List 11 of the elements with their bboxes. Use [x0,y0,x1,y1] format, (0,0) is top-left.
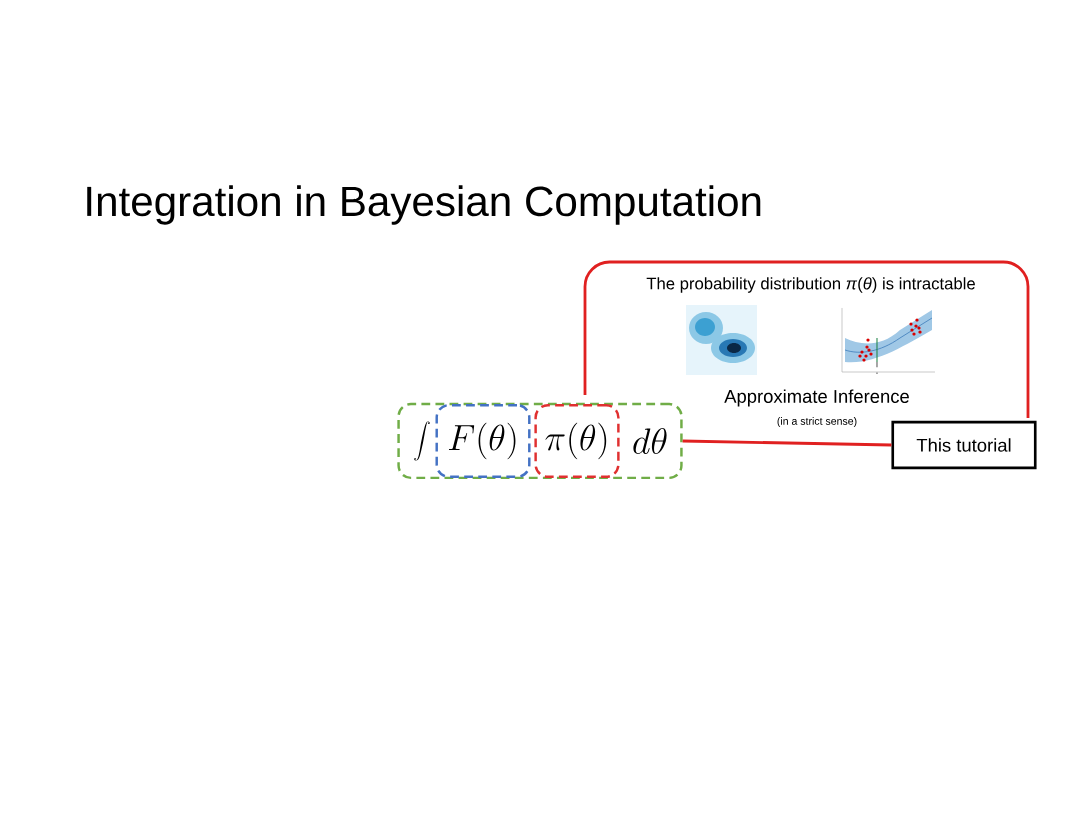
dashed-box: $F(\theta)$ [435,403,531,479]
label-box: This tutorial [891,420,1037,470]
dashed-box: $\pi(\theta)$ [534,403,620,479]
panel-note: (in a strict sense) [777,417,857,427]
slide-title: Integration in Bayesian Computation [87,185,761,225]
panel-outline [583,260,1030,418]
panel-subtitle: Approximate Inference [724,389,909,407]
density-plot-drawing [686,305,757,375]
regression-plot-drawing [841,307,936,375]
connector-line [682,439,892,447]
panel-heading: The probability distribution π(θ) is intractable [646,277,975,293]
